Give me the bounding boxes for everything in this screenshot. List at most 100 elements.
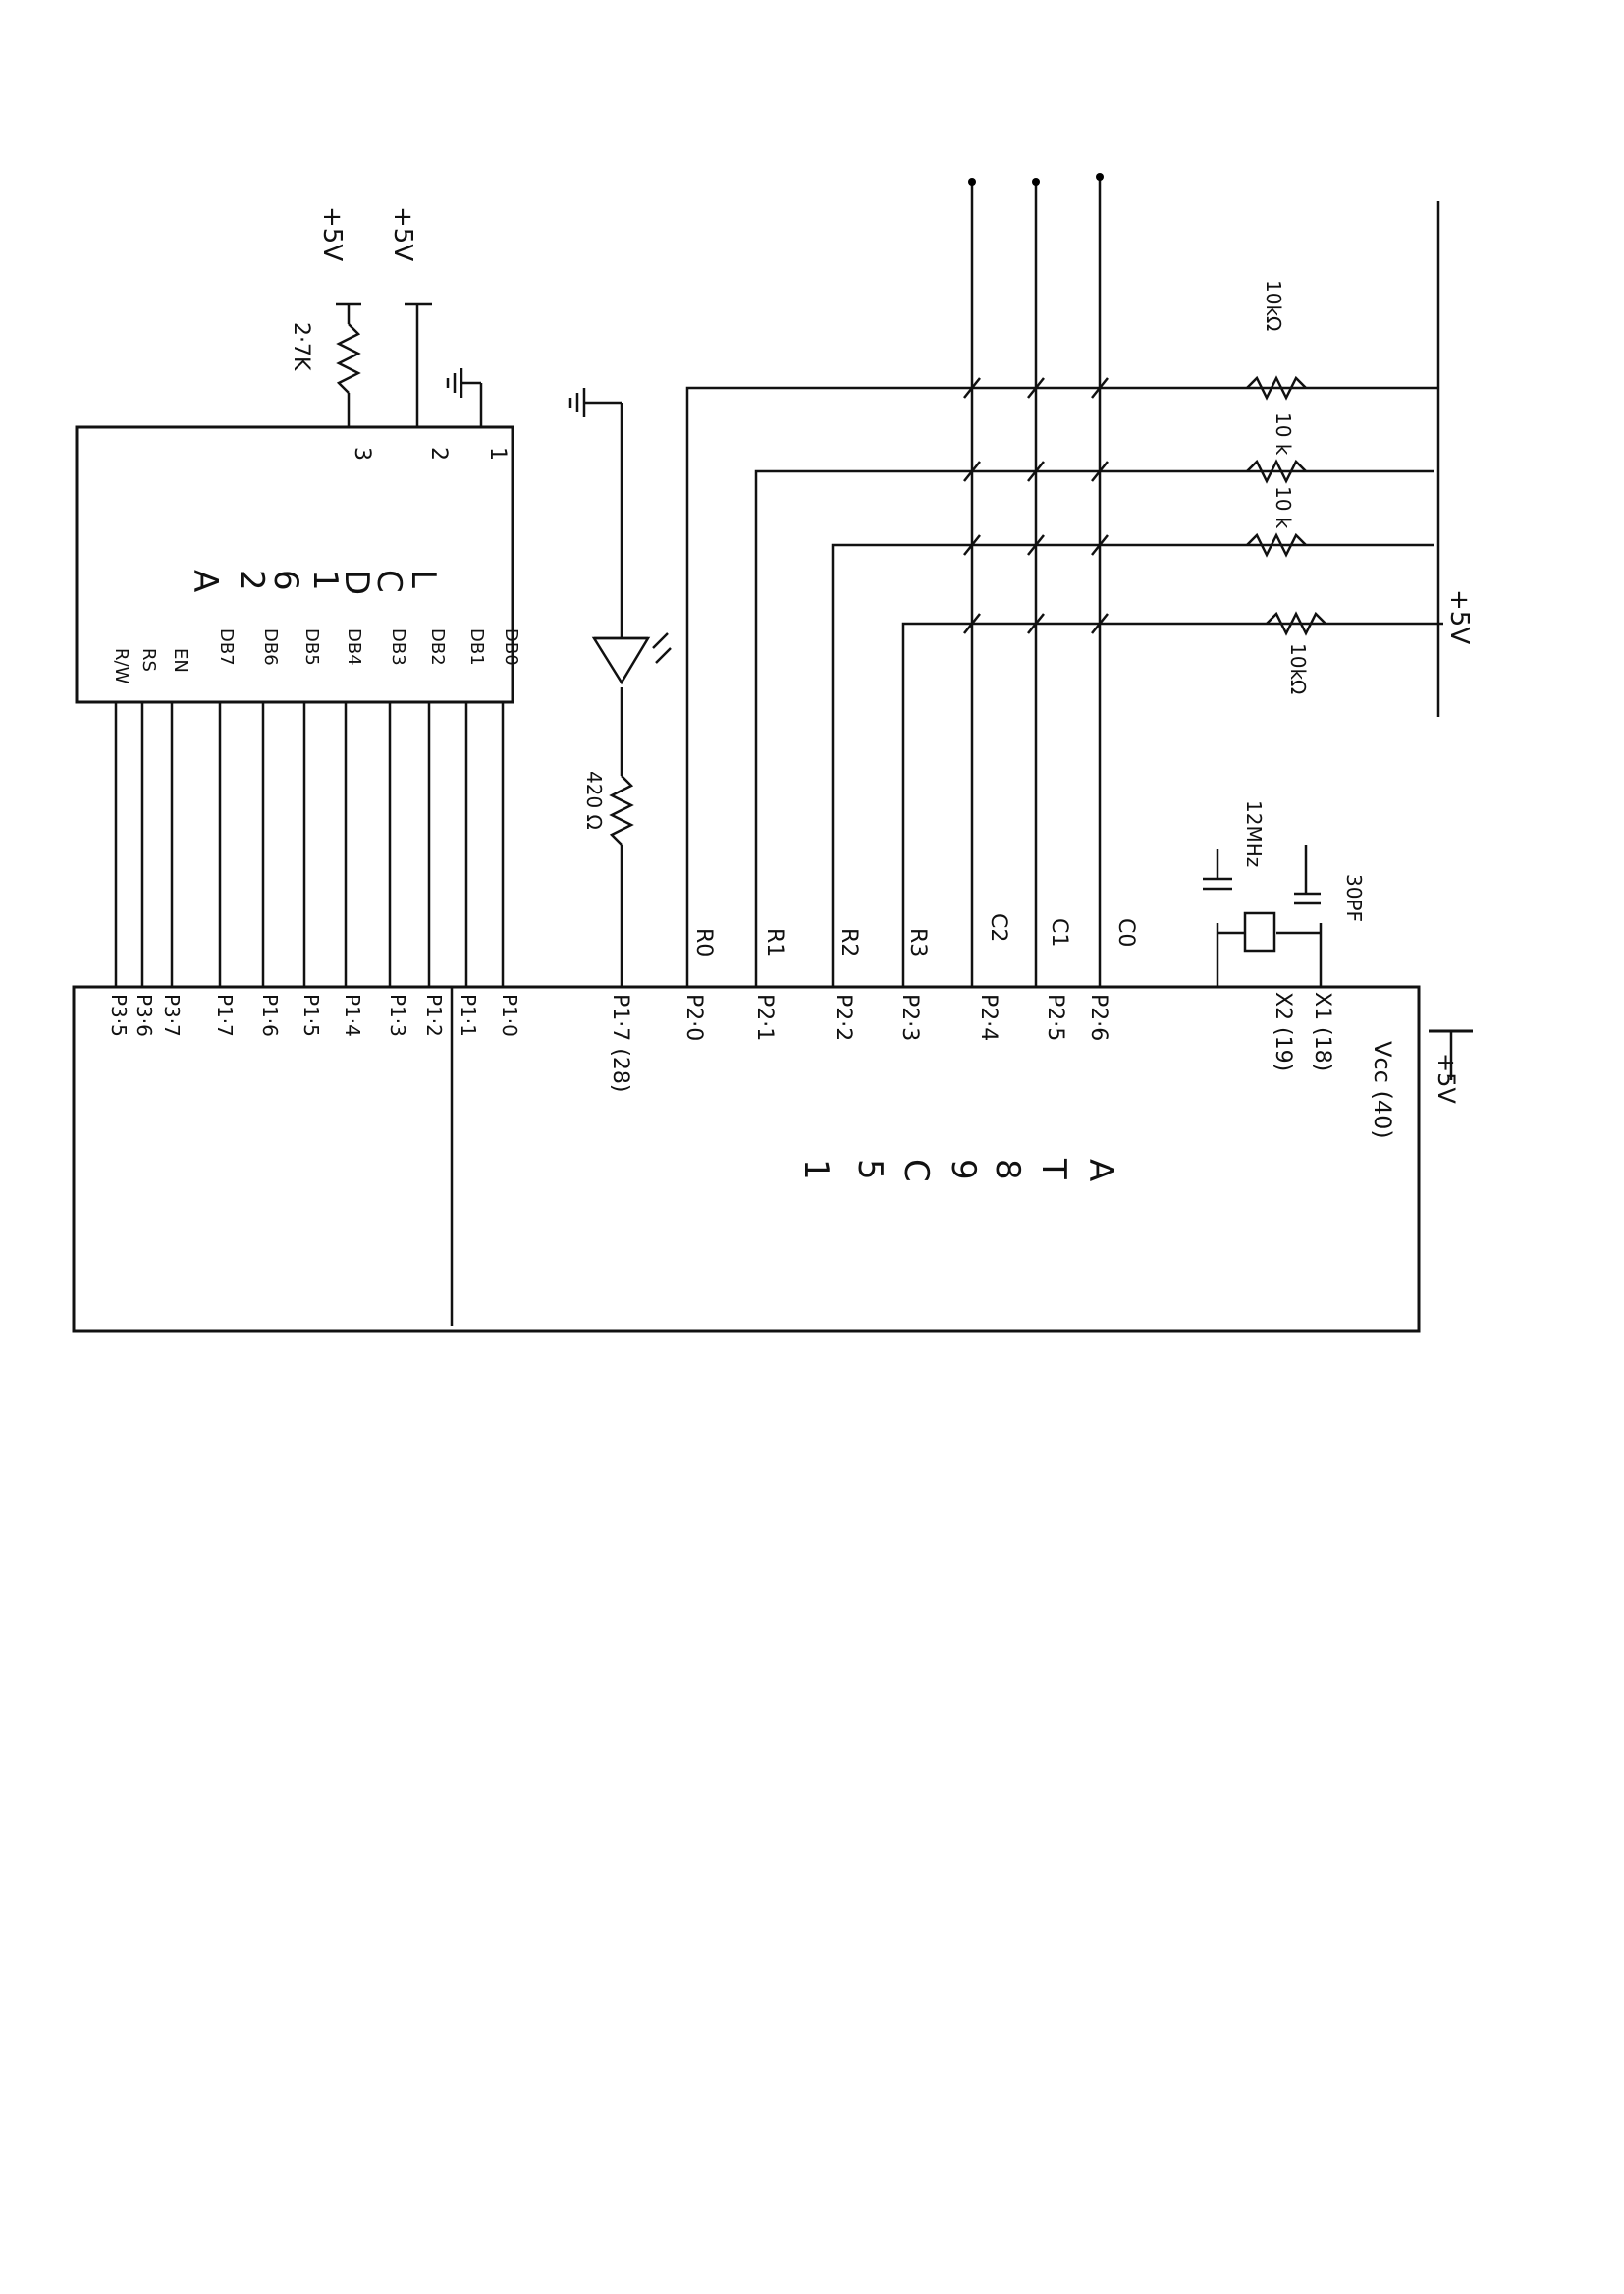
pullup-resistor: [1266, 611, 1326, 636]
row-wire: [831, 543, 1434, 987]
lcd-pin-label: DB6: [260, 628, 281, 666]
pullup-label: 10kΩ: [1286, 643, 1310, 694]
col-label: C1: [1047, 918, 1071, 947]
pin-label: P1·3: [386, 994, 409, 1037]
lcd-name-letter: 6: [266, 570, 305, 591]
pullup-label: 10kΩ: [1262, 280, 1285, 331]
pin-label: P1·0: [498, 994, 521, 1037]
keypad-wires: [685, 177, 1443, 987]
lcd-supply: [405, 302, 432, 427]
lcd-pin-label: R/W: [111, 648, 132, 684]
pin-label: P1·7 (28): [608, 994, 632, 1092]
port1-labels: P1·7 (28) P1·0 P1·1 P1·2 P1·3 P1·4 P1·5 …: [107, 994, 632, 1092]
lcd-pin-label: DB2: [427, 628, 448, 666]
lcd-pin-label: DB3: [388, 628, 408, 666]
crystal-freq-label: 12MHz: [1242, 800, 1266, 867]
mcu-name-letter: 5: [850, 1159, 890, 1180]
led-branch: [568, 388, 672, 987]
keypad-switch: [1091, 534, 1109, 556]
lcd-supply-label: +5V: [388, 206, 417, 261]
crystal-cap-label: 30PF: [1342, 874, 1366, 922]
lcd-pin-1: 1: [485, 447, 510, 461]
crystal: [1243, 911, 1276, 953]
mcu-name-letter: 9: [944, 1159, 983, 1180]
row-label: R0: [691, 928, 716, 956]
mcu-name-letter: 8: [988, 1159, 1027, 1180]
lcd-name: L C D 1 6 2 A: [186, 570, 443, 595]
col-label: C2: [986, 913, 1010, 942]
pin-label: P1·2: [422, 994, 446, 1037]
pullup-resistor: [1246, 375, 1307, 401]
mcu-name: A T 8 9 C 5 1: [796, 1158, 1120, 1182]
row-label: R2: [837, 928, 861, 956]
lcd-pin-label: EN: [170, 648, 190, 673]
vcc-supply-label: +5V: [1433, 1053, 1460, 1104]
pot-supply-label: +5V: [317, 206, 347, 261]
contrast-pot: [336, 302, 361, 427]
col-terminal: [1096, 173, 1104, 181]
pin-label: P1·1: [457, 994, 480, 1037]
pullup-resistor: [1246, 459, 1307, 484]
pin-label: P2·3: [897, 994, 922, 1041]
row-label: R3: [905, 928, 930, 956]
lcd-name-letter: C: [369, 570, 408, 593]
keypad-switch: [963, 534, 981, 556]
x2-label: X2 (19): [1271, 992, 1295, 1071]
pin-label: P1·5: [299, 994, 323, 1037]
led-ray: [652, 632, 669, 649]
lcd-ground: [446, 368, 483, 427]
row-label: R1: [762, 928, 786, 956]
pullup-label-part: 10 k: [1272, 412, 1295, 456]
lcd-bus-wires: [114, 702, 505, 987]
mcu-body: [72, 985, 1421, 1333]
mcu-name-letter: 1: [796, 1159, 836, 1180]
row-wire: [901, 622, 1443, 987]
lcd-pin-label: DB1: [466, 628, 487, 666]
keypad-switch: [1091, 377, 1109, 399]
pin-label: P3·5: [107, 994, 131, 1037]
pin-label: P2·6: [1086, 994, 1110, 1041]
keypad-switches: [963, 377, 1109, 634]
pin-label: P1·7: [213, 994, 237, 1037]
lcd-pin-label: DB0: [501, 628, 521, 666]
pin-label: P2·4: [976, 994, 1001, 1041]
pullup-resistor: [1246, 532, 1307, 558]
pin-label: P2·5: [1043, 994, 1067, 1041]
pot-zigzag: [336, 323, 361, 394]
keypad-switch: [1091, 613, 1109, 634]
keypad-switch: [1027, 377, 1045, 399]
led-ray: [655, 647, 672, 664]
col-terminal: [1032, 178, 1040, 186]
lcd-pin-labels: DB0 DB1 DB2 DB3 DB4 DB5 DB6 DB7 EN RS R/…: [111, 628, 521, 684]
row-wire: [754, 469, 1434, 987]
pin-label: P1·4: [341, 994, 364, 1037]
pullup-label-part: 10 k: [1272, 486, 1295, 529]
keypad-switch: [1091, 461, 1109, 482]
keypad-switch: [963, 377, 981, 399]
pot-label: 2·7K: [289, 322, 313, 371]
pullup-resistors: [1246, 375, 1326, 636]
lcd-body: [75, 425, 514, 704]
keypad-switch: [963, 461, 981, 482]
x1-label: X1 (18): [1310, 992, 1334, 1071]
mcu-name-letter: A: [1081, 1159, 1120, 1181]
lcd-pin-label: DB5: [301, 628, 322, 666]
lcd-name-letter: A: [186, 570, 225, 592]
pin-label: P3·6: [133, 994, 156, 1037]
led-resistor-label: 420 Ω: [582, 771, 606, 830]
crystal-circuit: [1203, 845, 1323, 987]
pullup-label: 10 k: [1272, 412, 1295, 456]
lcd-name-letter: D: [337, 570, 376, 595]
pullup-label: 10 k: [1272, 486, 1295, 529]
pin-label: P3·7: [160, 994, 184, 1037]
col-terminal: [968, 178, 976, 186]
pin-label: P2·1: [752, 994, 777, 1041]
led-diode: [591, 636, 651, 685]
vcc-label: Vcc (40): [1369, 1041, 1396, 1139]
mcu-name-letter: T: [1034, 1158, 1073, 1179]
lcd-pin-2: 2: [426, 447, 451, 461]
keypad-switch: [1027, 534, 1045, 556]
pin-label: P2·2: [831, 994, 855, 1041]
lcd-pin-label: RS: [138, 648, 159, 672]
